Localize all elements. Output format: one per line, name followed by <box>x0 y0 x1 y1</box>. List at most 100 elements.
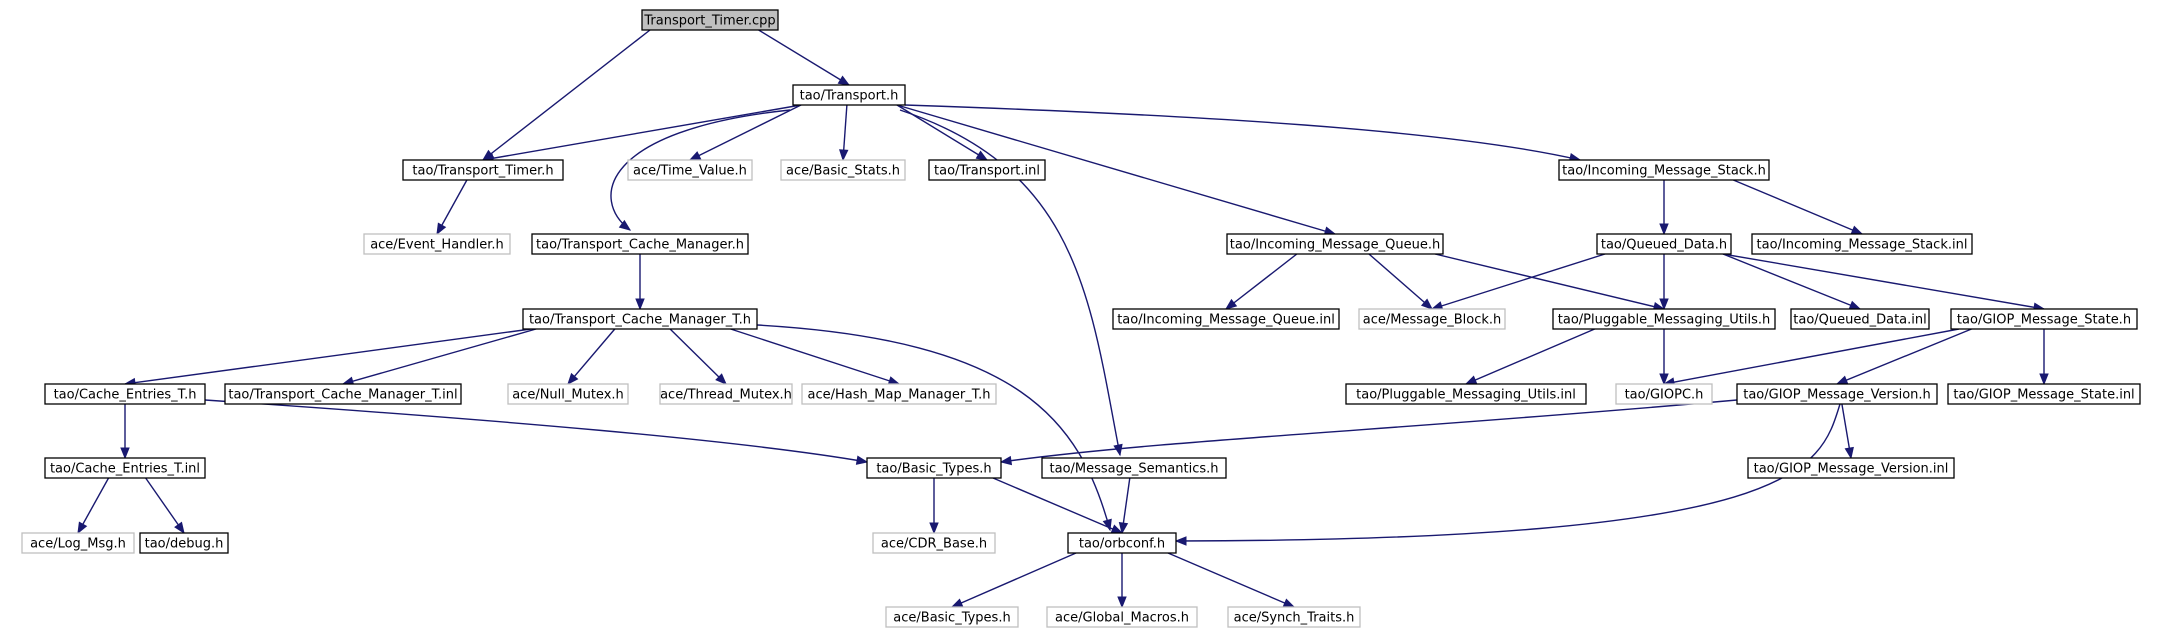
node-label: tao/GIOP_Message_Version.inl <box>1754 462 1949 477</box>
node-box <box>1046 606 1198 628</box>
node-label: tao/Transport_Cache_Manager_T.h <box>529 313 751 328</box>
node-transport-cache-manager-t-inl[interactable]: tao/Transport_Cache_Manager_T.inl <box>224 383 462 405</box>
node-basic-types-h-ace: ace/Basic_Types.h <box>885 606 1019 628</box>
node-box <box>1950 308 2138 330</box>
node-box <box>1558 159 1770 181</box>
node-giop-message-version-h[interactable]: tao/GIOP_Message_Version.h <box>1736 383 1938 405</box>
node-label: ace/Basic_Types.h <box>893 611 1010 626</box>
edge-transport_h-to-transport_timer_h <box>481 104 802 163</box>
node-label: tao/Incoming_Message_Queue.inl <box>1117 313 1335 328</box>
edges-layer <box>77 29 2049 609</box>
node-box <box>1790 308 1930 330</box>
edge-incoming_message_queue_h-to-message_block_h <box>1368 253 1434 310</box>
node-message-semantics-h[interactable]: tao/Message_Semantics.h <box>1041 457 1227 479</box>
edge-message_semantics_h-to-orbconf_h <box>1118 477 1131 535</box>
node-label: tao/Transport.h <box>800 89 899 104</box>
node-label: ace/Event_Handler.h <box>370 238 504 253</box>
node-label: ace/Hash_Map_Manager_T.h <box>808 388 991 403</box>
node-label: tao/Pluggable_Messaging_Utils.h <box>1558 313 1770 328</box>
node-box <box>531 233 749 255</box>
node-box <box>1751 233 1973 255</box>
edge-transport_cache_manager_t_h-to-null_mutex_h <box>567 328 616 386</box>
node-incoming-message-stack-inl[interactable]: tao/Incoming_Message_Stack.inl <box>1751 233 1973 255</box>
node-box <box>507 383 629 405</box>
node-transport-timer-h[interactable]: tao/Transport_Timer.h <box>402 159 564 181</box>
node-label: ace/Thread_Mutex.h <box>660 388 792 403</box>
node-incoming-message-queue-h[interactable]: tao/Incoming_Message_Queue.h <box>1226 233 1444 255</box>
node-box <box>659 383 793 405</box>
node-debug-h[interactable]: tao/debug.h <box>139 532 229 554</box>
node-basic-types-h-tao[interactable]: tao/Basic_Types.h <box>866 457 1002 479</box>
node-log-msg-h: ace/Log_Msg.h <box>21 532 135 554</box>
edge-queued_data_h-to-giop_message_state_h <box>1722 253 2046 312</box>
edge-giop_message_state_h-to-giop_message_version_h <box>1835 328 1972 385</box>
node-box <box>1552 308 1776 330</box>
node-box <box>522 308 758 330</box>
node-box <box>792 84 906 106</box>
node-global-macros-h: ace/Global_Macros.h <box>1046 606 1198 628</box>
edge-transport_h-to-time_value_h <box>688 104 802 161</box>
edge-orbconf_h-to-global_macros_h <box>1117 553 1127 609</box>
node-pluggable-messaging-utils-inl[interactable]: tao/Pluggable_Messaging_Utils.inl <box>1345 383 1587 405</box>
node-box <box>801 383 997 405</box>
edge-queued_data_h-to-message_block_h <box>1430 253 1606 311</box>
edge-cache_entries_t_inl-to-debug_h <box>145 477 185 535</box>
edge-transport_timer_cpp-to-transport_timer_h <box>481 29 651 161</box>
edge-transport_cache_manager_t_h-to-transport_cache_manager_t_inl <box>341 328 537 386</box>
node-label: tao/Basic_Types.h <box>876 462 991 477</box>
nodes-layer: Transport_Timer.cpp tao/Transport.h tao/Tr… <box>21 9 2141 628</box>
node-label: tao/Transport_Cache_Manager.h <box>536 238 744 253</box>
node-box <box>21 532 135 554</box>
node-cache-entries-t-inl[interactable]: tao/Cache_Entries_T.inl <box>44 457 206 479</box>
node-transport-cache-manager-h[interactable]: tao/Transport_Cache_Manager.h <box>531 233 749 255</box>
edge-orbconf_h-to-basic_types_h_ace <box>950 552 1077 608</box>
node-orbconf-h[interactable]: tao/orbconf.h <box>1067 532 1177 554</box>
node-event-handler-h: ace/Event_Handler.h <box>363 233 511 255</box>
edge-transport_h-to-incoming_message_stack_h <box>904 104 1582 163</box>
edge-pluggable_messaging_utils_h-to-pluggable_messaging_utils_inl <box>1464 328 1595 385</box>
node-queued-data-h[interactable]: tao/Queued_Data.h <box>1596 233 1732 255</box>
edge-incoming_message_queue_h-to-incoming_message_queue_inl <box>1224 253 1298 310</box>
node-label: ace/Basic_Stats.h <box>786 164 900 179</box>
node-cache-entries-t-h[interactable]: tao/Cache_Entries_T.h <box>44 383 206 405</box>
node-pluggable-messaging-utils-h[interactable]: tao/Pluggable_Messaging_Utils.h <box>1552 308 1776 330</box>
node-thread-mutex-h: ace/Thread_Mutex.h <box>659 383 793 405</box>
node-transport-inl[interactable]: tao/Transport.inl <box>928 159 1046 181</box>
node-box <box>866 457 1002 479</box>
node-box <box>224 383 462 405</box>
node-label: ace/Log_Msg.h <box>30 537 126 552</box>
node-cdr-base-h: ace/CDR_Base.h <box>872 532 996 554</box>
node-label: ace/Time_Value.h <box>633 164 747 179</box>
edge-transport_h-to-transport_cache_manager_h <box>610 109 791 231</box>
edge-cache_entries_t_inl-to-log_msg_h <box>77 477 110 535</box>
node-incoming-message-queue-inl[interactable]: tao/Incoming_Message_Queue.inl <box>1112 308 1340 330</box>
node-label: tao/GIOPC.h <box>1625 388 1704 403</box>
node-incoming-message-stack-h[interactable]: tao/Incoming_Message_Stack.h <box>1558 159 1770 181</box>
node-box <box>44 457 206 479</box>
node-box <box>1615 383 1713 405</box>
node-synch-traits-h: ace/Synch_Traits.h <box>1227 606 1361 628</box>
node-giop-message-version-inl[interactable]: tao/GIOP_Message_Version.inl <box>1747 457 1955 479</box>
node-box <box>928 159 1046 181</box>
node-transport-h[interactable]: tao/Transport.h <box>792 84 906 106</box>
edge-incoming_message_queue_h-to-pluggable_messaging_utils_h <box>1434 253 1666 312</box>
node-label: tao/Pluggable_Messaging_Utils.inl <box>1356 388 1576 403</box>
edge-cache_entries_t_h-to-basic_types_h_tao <box>204 399 869 465</box>
node-label: tao/Queued_Data.inl <box>1793 313 1927 328</box>
node-basic-stats-h: ace/Basic_Stats.h <box>780 159 906 181</box>
node-queued-data-inl[interactable]: tao/Queued_Data.inl <box>1790 308 1930 330</box>
node-box <box>1736 383 1938 405</box>
node-box <box>627 159 753 181</box>
node-box <box>641 9 779 31</box>
edge-giop_message_state_h-to-giopc_h <box>1662 328 1960 387</box>
node-giop-message-state-h[interactable]: tao/GIOP_Message_State.h <box>1950 308 2138 330</box>
node-label: tao/Transport.inl <box>934 164 1040 179</box>
node-transport-cache-manager-t-h[interactable]: tao/Transport_Cache_Manager_T.h <box>522 308 758 330</box>
edge-orbconf_h-to-synch_traits_h <box>1167 552 1296 608</box>
node-giop-message-state-inl[interactable]: tao/GIOP_Message_State.inl <box>1947 383 2141 405</box>
node-box <box>1041 457 1227 479</box>
edge-transport_h-to-message_semantics_h <box>899 109 1123 457</box>
node-label: tao/Cache_Entries_T.inl <box>50 462 200 477</box>
node-transport-timer-cpp[interactable]: Transport_Timer.cpp <box>641 9 779 31</box>
